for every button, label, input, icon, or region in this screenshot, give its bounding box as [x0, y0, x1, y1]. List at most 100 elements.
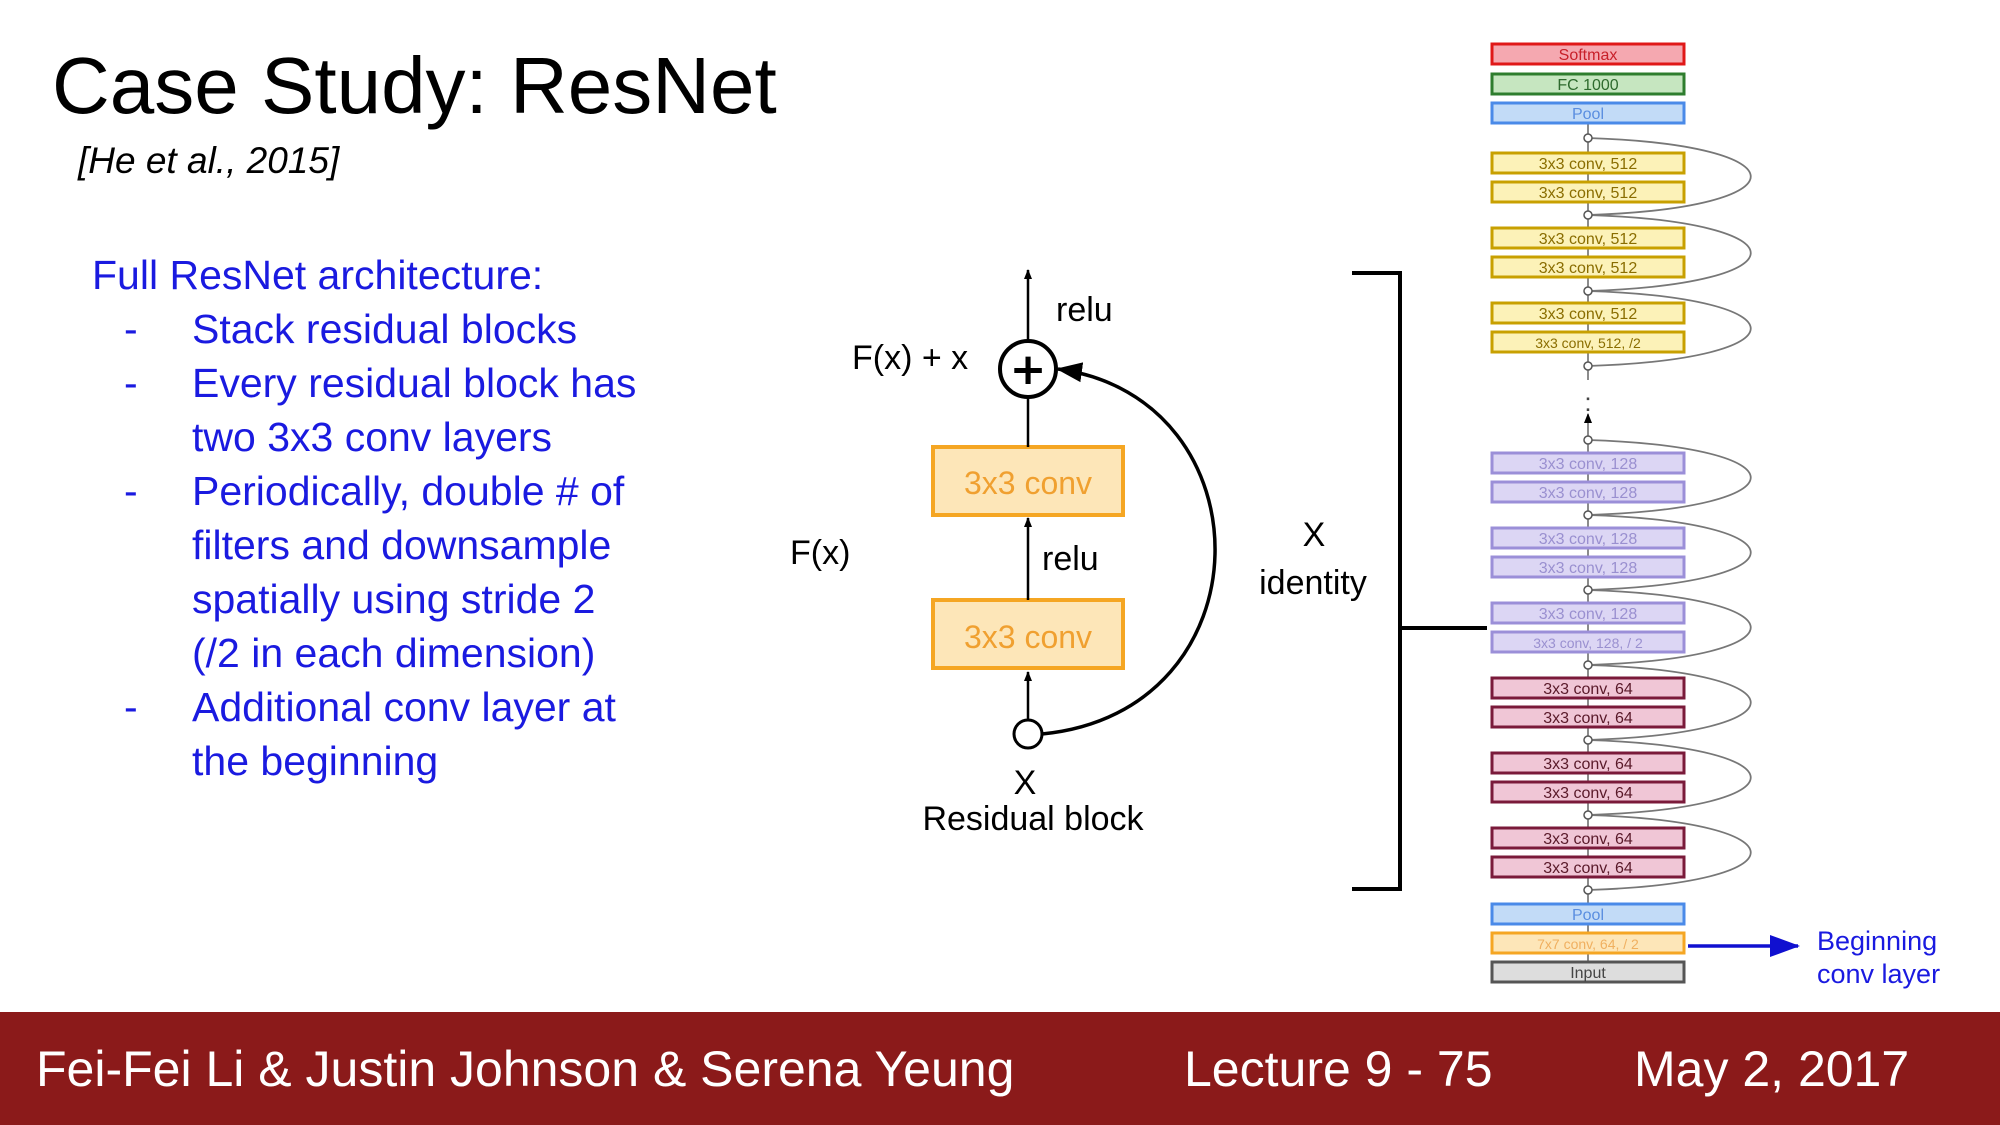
junction-dot: [1583, 286, 1593, 296]
skip-arc: [1587, 664, 1752, 741]
input-node: [1012, 718, 1044, 750]
layer-label: 3x3 conv, 64: [1543, 860, 1633, 877]
layer-label: 3x3 conv, 128: [1539, 456, 1638, 473]
skip-x-label: X: [1303, 516, 1326, 554]
junction-dot: [1583, 810, 1593, 820]
layer-box-c64: [1490, 676, 1686, 700]
bullet-line: (/2 in each dimension): [192, 630, 596, 676]
junction-dot: [1583, 885, 1593, 895]
bullet-item: - Stack residual blocks: [92, 302, 636, 356]
layer-box-softmax: [1490, 42, 1686, 66]
skip-arc: [1587, 290, 1752, 367]
junction-dot: [1583, 660, 1593, 670]
input-x-label: X: [1014, 764, 1037, 802]
layer-label: 3x3 conv, 64: [1543, 785, 1633, 802]
layer-box-c7: [1490, 931, 1686, 955]
layer-label: 3x3 conv, 128: [1539, 606, 1638, 623]
layer-box-c512: [1490, 330, 1686, 354]
beginning-label-line2: conv layer: [1817, 959, 1940, 989]
junction-dot: [1583, 210, 1593, 220]
bullet-dash: -: [124, 468, 138, 514]
plus-icon: +: [1010, 344, 1047, 395]
bullet-line: filters and downsample: [192, 522, 612, 568]
layer-label: Softmax: [1559, 47, 1618, 64]
layer-box-c128: [1490, 526, 1686, 550]
layer-label: 3x3 conv, 64: [1543, 756, 1633, 773]
layer-label: 3x3 conv, 64: [1543, 681, 1633, 698]
footer-date: May 2, 2017: [1634, 1041, 1910, 1097]
bullet-heading: Full ResNet architecture:: [92, 252, 544, 298]
conv-box-top: [931, 445, 1125, 517]
skip-arc: [1587, 739, 1752, 816]
relu-mid-label: relu: [1042, 540, 1099, 578]
bullet-dash: -: [124, 360, 138, 406]
bullet-line: the beginning: [192, 738, 439, 784]
junction-dot: [1583, 361, 1593, 371]
layer-box-pool: [1490, 902, 1686, 926]
skip-connection-arrow: [1041, 362, 1217, 736]
bullet-item: - Additional conv layer at the beginning: [92, 680, 636, 788]
layer-label: 3x3 conv, 64: [1543, 710, 1633, 727]
layer-label: Pool: [1572, 106, 1604, 123]
ellipsis-dots: :: [1584, 387, 1591, 417]
layer-box-c512: [1490, 180, 1686, 204]
layer-box-c512: [1490, 301, 1686, 325]
footer-bar: Fei-Fei Li & Justin Johnson & Serena Yeu…: [0, 1012, 2000, 1125]
layer-label: 3x3 conv, 64: [1543, 831, 1633, 848]
junction-dot: [1583, 735, 1593, 745]
junction-dot: [1583, 435, 1593, 445]
fx-label: F(x): [790, 534, 850, 572]
footer-lecture: Lecture 9 - 75: [1184, 1041, 1493, 1097]
bullet-dash: -: [124, 306, 138, 352]
layer-label: FC 1000: [1557, 77, 1618, 94]
layer-label: 3x3 conv, 512: [1539, 260, 1638, 277]
bullet-item: - Periodically, double # of filters and …: [92, 464, 636, 680]
layer-label: 3x3 conv, 128: [1539, 485, 1638, 502]
layer-label: 3x3 conv, 128: [1539, 531, 1638, 548]
junction-dot: [1583, 585, 1593, 595]
layer-label: 3x3 conv, 512: [1539, 231, 1638, 248]
skip-arc: [1587, 814, 1752, 891]
resnet-diagram: 3x3 conv relu 3x3 conv + relu F(x) + x F…: [790, 42, 1940, 989]
layer-box-c128: [1490, 451, 1686, 475]
layer-box-c64: [1490, 855, 1686, 879]
layer-label: 3x3 conv, 512: [1539, 156, 1638, 173]
junction-dot: [1583, 510, 1593, 520]
junction-dot: [1583, 133, 1593, 143]
layer-box-c128: [1490, 555, 1686, 579]
bullet-list: Full ResNet architecture: - Stack residu…: [92, 248, 636, 788]
layer-label: 3x3 conv, 512: [1539, 185, 1638, 202]
skip-arc: [1587, 214, 1752, 292]
layer-label: 3x3 conv, 128: [1539, 560, 1638, 577]
relu-out-label: relu: [1056, 291, 1113, 329]
layer-box-c128: [1490, 601, 1686, 625]
layer-box-c64: [1490, 826, 1686, 850]
skip-arc: [1587, 137, 1752, 216]
layer-label: Input: [1570, 965, 1606, 982]
layer-box-c64: [1490, 705, 1686, 729]
layer-box-c64: [1490, 780, 1686, 804]
layer-box-input: [1490, 960, 1686, 984]
slide-title: Case Study: ResNet: [52, 41, 777, 130]
bullet-line: Stack residual blocks: [192, 306, 578, 352]
bullet-line: spatially using stride 2: [192, 576, 596, 622]
bracket: [1352, 271, 1487, 891]
layer-box-c64: [1490, 751, 1686, 775]
bullet-line: Every residual block has: [192, 360, 637, 406]
layer-label: 7x7 conv, 64, / 2: [1537, 936, 1639, 952]
layer-box-pool: [1490, 101, 1686, 125]
bullet-dash: -: [124, 684, 138, 730]
conv-box-top-label: 3x3 conv: [964, 465, 1092, 501]
layer-box-c512: [1490, 255, 1686, 279]
layer-box-c512: [1490, 151, 1686, 175]
layer-box-c128: [1490, 630, 1686, 654]
citation: [He et al., 2015]: [78, 140, 340, 181]
layer-label: 3x3 conv, 512, /2: [1535, 335, 1641, 351]
residual-block-caption: Residual block: [922, 800, 1144, 838]
layer-box-c128: [1490, 480, 1686, 504]
skip-identity-label: identity: [1259, 564, 1367, 602]
skip-arc: [1587, 439, 1752, 516]
bullet-item: - Every residual block has two 3x3 conv …: [92, 356, 636, 464]
residual-block: 3x3 conv relu 3x3 conv + relu F(x) + x F…: [790, 269, 1367, 838]
